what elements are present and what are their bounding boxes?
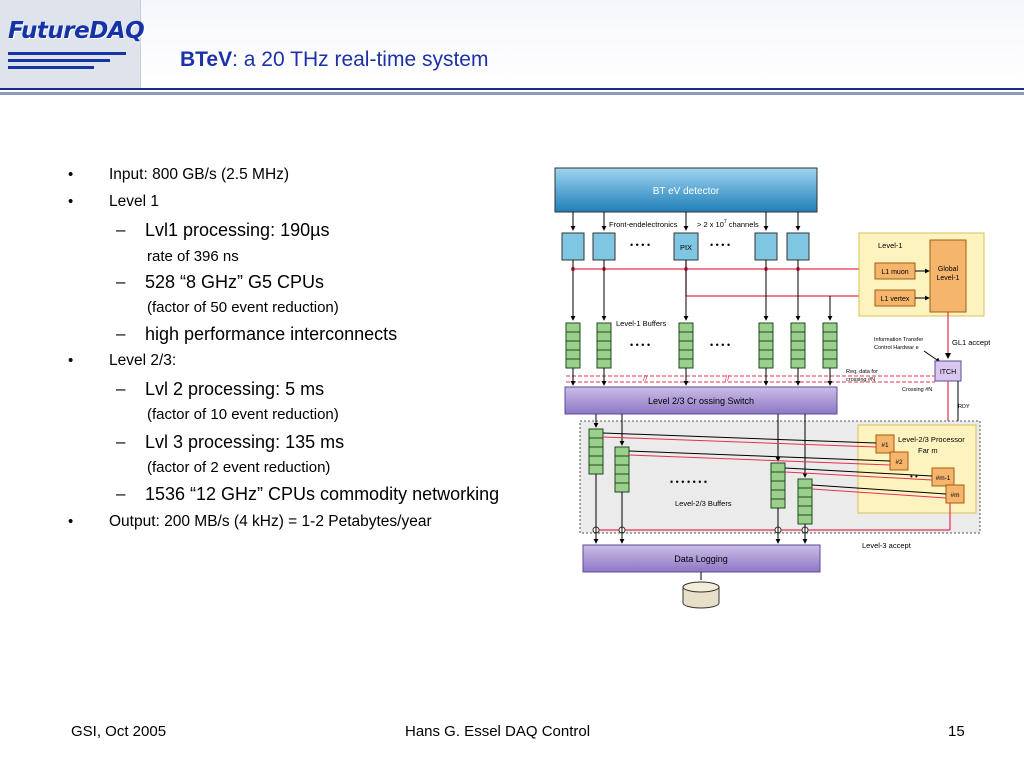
frontend-box <box>786 232 810 261</box>
footer-author: Hans G. Essel DAQ Control <box>405 723 591 740</box>
buffer-dots: • • • • <box>630 340 650 350</box>
logo-text: FutureDAQ <box>8 18 145 44</box>
sub-bullet-text: Lvl 3 processing: 135 ms <box>145 432 345 452</box>
global-l1-label: Global <box>938 266 959 273</box>
dash-marker: – <box>116 324 126 343</box>
footer-date: GSI, Oct 2005 <box>71 723 167 740</box>
gl1-accept-label: GL1 accept <box>952 338 990 347</box>
futuredaq-logo: FutureDAQ <box>0 0 145 88</box>
itch-label: ITCH <box>940 369 956 376</box>
pix-label: PIX <box>680 243 692 252</box>
frontend-dots: • • • • <box>630 240 650 250</box>
channels-label: > 2 x 107 channels <box>697 219 759 229</box>
data-logging-label: Data Logging <box>674 554 728 564</box>
processor-label: #m <box>950 492 959 499</box>
sub-bullet-text: Lvl 2 processing: 5 ms <box>145 379 325 399</box>
level1-buffer-stacks <box>565 322 838 369</box>
global-l1-label: Level-1 <box>937 275 960 282</box>
frontend-label: Front-endelectronics <box>609 220 678 229</box>
dash-marker: – <box>116 379 126 398</box>
level3-accept-label: Level-3 accept <box>862 541 912 550</box>
sub-bullet-text: high performance interconnects <box>145 324 398 344</box>
note-text: (factor of 50 event reduction) <box>147 299 339 316</box>
sub-bullet-text: 1536 “12 GHz” CPUs commodity networking <box>145 484 500 504</box>
slide-title: BTeV: a 20 THz real-time system <box>180 48 488 72</box>
title-bold: BTeV <box>180 48 233 71</box>
btev-daq-diagram: BT eV detector Front-endelectronics > 2 … <box>554 167 990 609</box>
storage-disk-icon <box>682 581 720 609</box>
rdy-label: RDY <box>958 404 970 410</box>
l1-vertex-label: L1 vertex <box>881 296 910 303</box>
bullet-text: Output: 200 MB/s (4 kHz) = 1-2 Petabytes… <box>109 513 432 530</box>
processor-box <box>931 467 955 487</box>
processor-dots: • • <box>910 472 918 481</box>
processor-label: #m-1 <box>936 475 951 482</box>
processor-farm-label: Far m <box>918 446 938 455</box>
logo-stripe <box>8 59 110 62</box>
req-data-label: crossing #N <box>846 377 875 383</box>
crossing-switch-label: Level 2/3 Cr ossing Switch <box>648 396 754 406</box>
dash-marker: – <box>116 272 126 291</box>
note-text: rate of 396 ns <box>147 248 239 265</box>
l1-muon-label: L1 muon <box>881 269 908 276</box>
buffer-dots: • • • • <box>710 340 730 350</box>
level1-buffers-label: Level-1 Buffers <box>616 319 667 328</box>
logo-stripe <box>8 52 126 55</box>
dash-marker: – <box>116 220 126 239</box>
bullet-text: Input: 800 GB/s (2.5 MHz) <box>109 166 290 183</box>
logo-stripe <box>8 66 94 69</box>
page-number: 15 <box>948 723 965 740</box>
note-text: (factor of 10 event reduction) <box>147 406 339 423</box>
bullet-dot: • <box>68 352 74 369</box>
header-rule <box>0 88 1024 90</box>
detector-label: BT eV detector <box>653 186 720 197</box>
frontend-box <box>592 232 616 261</box>
req-data-label: Req. data for <box>846 369 878 375</box>
sub-bullet-text: Lvl1 processing: 190µs <box>145 220 330 240</box>
processor-farm-label: Level-2/3 Processor <box>898 435 965 444</box>
detector-box <box>554 167 818 213</box>
dash-marker: – <box>116 484 126 503</box>
frontend-dots: • • • • <box>710 240 730 250</box>
crossing-label: Crossing #N <box>902 387 932 393</box>
processor-label: #2 <box>895 459 903 466</box>
title-rest: : a 20 THz real-time system <box>232 48 489 71</box>
sub-bullet-text: 528 “8 GHz” G5 CPUs <box>145 272 325 292</box>
level1-title: Level-1 <box>878 241 903 250</box>
break-mark: // <box>725 374 730 383</box>
processor-box <box>875 434 895 454</box>
global-l1-box <box>929 239 967 313</box>
bullet-dot: • <box>68 166 74 183</box>
frontend-box <box>561 232 585 261</box>
processor-label: #1 <box>881 442 889 449</box>
buffers23-label: Level-2/3 Buffers <box>675 499 732 508</box>
crossing-switch-box <box>564 386 838 415</box>
bullet-dot: • <box>68 513 74 530</box>
note-text: (factor of 2 event reduction) <box>147 459 331 476</box>
header-rule-shadow <box>0 92 1024 95</box>
frontend-box-pix <box>673 232 699 261</box>
break-mark: // <box>643 374 648 383</box>
buffers23-dots: • • • • • • • <box>670 477 707 487</box>
bullet-dot: • <box>68 193 74 210</box>
data-logging-box <box>582 544 821 573</box>
bullet-text: Level 1 <box>109 193 159 210</box>
level23-buffer-stacks <box>588 428 813 525</box>
frontend-box <box>754 232 778 261</box>
bullet-text: Level 2/3: <box>109 352 177 369</box>
slide-header: FutureDAQ BTeV: a 20 THz real-time syste… <box>0 0 1024 94</box>
dash-marker: – <box>116 432 126 451</box>
info-transfer-label: Control Hardwar e <box>874 345 919 351</box>
info-transfer-label: Information Transfer <box>874 337 923 343</box>
